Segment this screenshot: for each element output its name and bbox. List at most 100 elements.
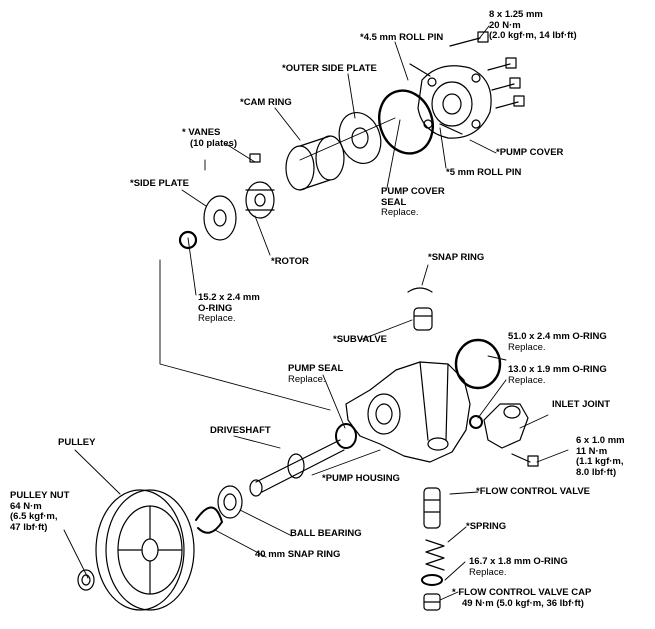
rotor-label: *ROTOR — [271, 256, 309, 268]
inlet-joint-label: INLET JOINT — [552, 399, 611, 411]
pump-cover-label: *PUMP COVER — [496, 147, 564, 159]
vanes-subtitle: (10 plates) — [190, 137, 237, 149]
oring-16-7-part — [421, 574, 443, 586]
pump-cover-seal-title-1: PUMP COVER — [381, 186, 445, 197]
rotor-part — [245, 181, 275, 219]
side-plate-part — [203, 195, 237, 241]
roll-pin-4-5-text: *4.5 mm ROLL PIN — [360, 32, 444, 43]
roll-pin-5-text: *5 mm ROLL PIN — [446, 167, 522, 178]
outer-side-plate-text: *OUTER SIDE PLATE — [282, 63, 377, 74]
pulley-nut-torque-alt-2: 47 lbf·ft) — [10, 521, 48, 533]
pulley-part — [95, 489, 195, 611]
spring-text: *SPRING — [466, 521, 507, 532]
pulley-nut-torque: 64 N·m — [10, 500, 42, 512]
flow-control-valve-cap-part — [423, 593, 441, 611]
snap-ring-40-label: 40 mm SNAP RING — [255, 549, 341, 561]
pump-seal-note: Replace. — [288, 373, 326, 385]
inlet-joint-part — [483, 403, 529, 449]
flow-control-valve-part — [423, 487, 441, 529]
pump-seal-title: PUMP SEAL — [288, 363, 344, 374]
driveshaft-part — [249, 439, 345, 497]
vanes-label: * VANES (10 plates) — [182, 127, 237, 149]
oring-15-2-part — [178, 230, 198, 250]
pulley-nut-part — [77, 569, 95, 591]
inlet-bolt-part — [511, 453, 539, 467]
pump-housing-text: *PUMP HOUSING — [322, 473, 400, 484]
roll-pin-4-5-label: *4.5 mm ROLL PIN — [360, 32, 444, 44]
side-plate-label: *SIDE PLATE — [130, 178, 189, 190]
snap-ring-40-part — [195, 506, 223, 534]
bolt-inlet-spec-label: 6 x 1.0 mm 11 N·m (1.1 kgf·m, 8.0 lbf·ft… — [576, 435, 625, 478]
oring-51-part — [454, 338, 502, 390]
snap-ring-text: *SNAP RING — [428, 252, 485, 263]
pump-cover-text: *PUMP COVER — [496, 147, 564, 158]
snap-ring-40-text: 40 mm SNAP RING — [255, 549, 341, 560]
cam-ring-label: *CAM RING — [240, 97, 292, 109]
oring-15-2-type: O-RING — [198, 302, 233, 314]
bolt-cover-torque: 20 N·m — [489, 19, 521, 31]
spring-part — [425, 539, 445, 571]
oring-15-2-size: 15.2 x 2.4 mm — [198, 292, 260, 303]
ball-bearing-label: BALL BEARING — [290, 528, 362, 540]
bolt-inlet-size: 6 x 1.0 mm — [576, 435, 625, 446]
pump-housing-label: *PUMP HOUSING — [322, 473, 400, 485]
vanes-title: * VANES — [182, 127, 221, 138]
oring-51-note: Replace. — [508, 341, 546, 353]
cam-ring-text: *CAM RING — [240, 97, 292, 108]
ball-bearing-part — [217, 485, 243, 519]
outer-side-plate-label: *OUTER SIDE PLATE — [282, 63, 377, 75]
pump-housing-part — [345, 361, 471, 463]
cover-bolts — [449, 31, 525, 109]
bolt-cover-size: 8 x 1.25 mm — [489, 9, 543, 20]
ball-bearing-text: BALL BEARING — [290, 528, 362, 539]
bolt-cover-torque-alt: (2.0 kgf·m, 14 lbf·ft) — [489, 30, 577, 41]
snap-ring-label: *SNAP RING — [428, 252, 485, 264]
oring-13-note: Replace. — [508, 374, 546, 386]
flow-control-valve-label: *FLOW CONTROL VALVE — [476, 486, 590, 498]
oring-16-7-label: 16.7 x 1.8 mm O-RING Replace. — [469, 556, 568, 578]
subvalve-text: *SUBVALVE — [333, 334, 388, 345]
pump-cover-seal-note: Replace. — [381, 207, 419, 218]
snap-ring-part — [407, 287, 433, 293]
oring-13-label: 13.0 x 1.9 mm O-RING Replace. — [508, 364, 607, 386]
bolt-inlet-torque: 11 N·m — [576, 445, 608, 457]
oring-13-title: 13.0 x 1.9 mm O-RING — [508, 364, 607, 375]
oring-16-7-title: 16.7 x 1.8 mm O-RING — [469, 556, 568, 567]
inlet-joint-text: INLET JOINT — [552, 399, 611, 410]
cam-ring-part — [285, 135, 345, 191]
oring-15-2-note: Replace. — [198, 313, 236, 324]
bolt-cover-spec-label: 8 x 1.25 mm 20 N·m (2.0 kgf·m, 14 lbf·ft… — [489, 9, 577, 42]
pulley-label: PULLEY — [58, 437, 96, 449]
driveshaft-text: DRIVESHAFT — [210, 425, 271, 436]
pulley-nut-title: PULLEY NUT — [10, 490, 70, 501]
spring-label: *SPRING — [466, 521, 507, 533]
vane-part — [249, 153, 261, 163]
flow-control-valve-text: *FLOW CONTROL VALVE — [476, 486, 590, 497]
pump-cover-seal-title-2: SEAL — [381, 196, 407, 208]
oring-51-title: 51.0 x 2.4 mm O-RING — [508, 331, 607, 342]
oring-15-2-label: 15.2 x 2.4 mm O-RING Replace. — [198, 292, 260, 325]
bolt-inlet-torque-alt-2: 8.0 lbf·ft) — [576, 466, 617, 478]
pulley-nut-label: PULLEY NUT 64 N·m (6.5 kgf·m, 47 lbf·ft) — [10, 490, 70, 533]
subvalve-part — [413, 307, 433, 331]
pulley-text: PULLEY — [58, 437, 96, 448]
oring-51-label: 51.0 x 2.4 mm O-RING Replace. — [508, 331, 607, 353]
leader-lines — [63, 25, 569, 601]
subvalve-label: *SUBVALVE — [333, 334, 388, 346]
pump-seal-label: PUMP SEAL Replace. — [288, 363, 344, 385]
roll-pin-5-label: *5 mm ROLL PIN — [446, 167, 522, 179]
bolt-inlet-torque-alt-1: (1.1 kgf·m, — [576, 456, 624, 467]
side-plate-text: *SIDE PLATE — [130, 178, 189, 189]
pump-cover-seal-part — [378, 89, 434, 155]
flow-control-valve-cap-torque: 49 N·m (5.0 kgf·m, 36 lbf·ft) — [462, 597, 584, 609]
oring-13-part — [469, 415, 483, 429]
oring-16-7-note: Replace. — [469, 566, 507, 578]
pulley-nut-torque-alt-1: (6.5 kgf·m, — [10, 511, 58, 522]
flow-control-valve-cap-title: * FLOW CONTROL VALVE CAP — [452, 587, 592, 598]
flow-control-valve-cap-label: * FLOW CONTROL VALVE CAP 49 N·m (5.0 kgf… — [452, 587, 592, 609]
pump-cover-seal-label: PUMP COVER SEAL Replace. — [381, 186, 445, 219]
rotor-text: *ROTOR — [271, 256, 309, 267]
driveshaft-label: DRIVESHAFT — [210, 425, 271, 437]
